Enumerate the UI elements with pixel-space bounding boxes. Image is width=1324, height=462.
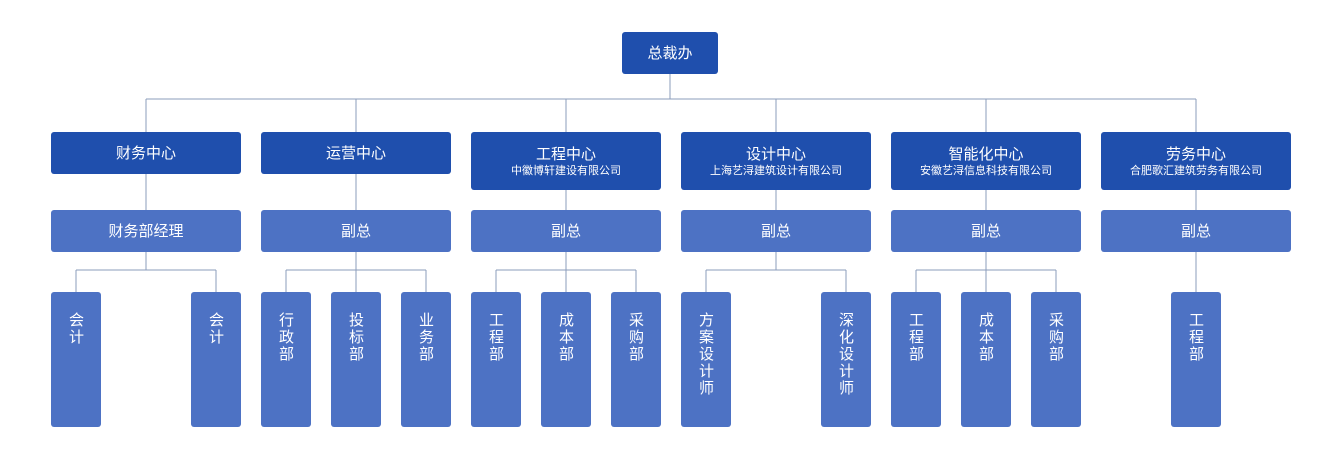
deputy-label: 财务部经理 [108,222,184,240]
dept-label: 工程部 [1187,312,1205,363]
dept-node: 业务部 [401,292,451,427]
center-node: 智能化中心安徽艺浔信息科技有限公司 [891,132,1081,190]
dept-node: 采购部 [1031,292,1081,427]
center-name: 劳务中心 [1165,144,1226,163]
dept-label: 业务部 [417,312,435,363]
dept-label: 会计 [207,312,225,346]
center-node: 设计中心上海艺浔建筑设计有限公司 [681,132,871,190]
deputy-node: 副总 [891,210,1081,252]
center-name: 运营中心 [325,144,386,162]
deputy-node: 副总 [1101,210,1291,252]
root-label: 总裁办 [647,44,693,62]
center-company: 上海艺浔建筑设计有限公司 [710,163,842,177]
deputy-label: 副总 [970,222,1001,240]
center-node: 运营中心 [261,132,451,174]
center-name: 财务中心 [115,144,176,162]
dept-label: 成本部 [557,312,575,363]
dept-node: 投标部 [331,292,381,427]
dept-node: 会计 [51,292,101,427]
dept-label: 采购部 [627,312,645,363]
dept-label: 深化设计师 [837,312,855,397]
deputy-label: 副总 [550,222,581,240]
dept-node: 方案设计师 [681,292,731,427]
dept-node: 成本部 [961,292,1011,427]
center-node: 工程中心中徽博轩建设有限公司 [471,132,661,190]
deputy-node: 副总 [471,210,661,252]
deputy-node: 财务部经理 [51,210,241,252]
center-node: 财务中心 [51,132,241,174]
dept-label: 行政部 [277,312,295,363]
center-company: 合肥歌汇建筑劳务有限公司 [1130,163,1262,177]
dept-label: 工程部 [907,312,925,363]
center-name: 工程中心 [535,144,596,163]
deputy-node: 副总 [261,210,451,252]
dept-label: 会计 [67,312,85,346]
dept-label: 采购部 [1047,312,1065,363]
dept-label: 成本部 [977,312,995,363]
root-node: 总裁办 [622,32,718,74]
center-company: 安徽艺浔信息科技有限公司 [920,163,1052,177]
dept-node: 工程部 [471,292,521,427]
center-node: 劳务中心合肥歌汇建筑劳务有限公司 [1101,132,1291,190]
dept-label: 工程部 [487,312,505,363]
dept-node: 采购部 [611,292,661,427]
deputy-label: 副总 [340,222,371,240]
dept-node: 成本部 [541,292,591,427]
dept-node: 深化设计师 [821,292,871,427]
deputy-label: 副总 [760,222,791,240]
dept-node: 会计 [191,292,241,427]
center-name: 设计中心 [745,144,806,163]
center-name: 智能化中心 [948,144,1024,163]
dept-label: 投标部 [347,312,365,363]
dept-node: 工程部 [1171,292,1221,427]
dept-label: 方案设计师 [697,312,715,397]
dept-node: 工程部 [891,292,941,427]
center-company: 中徽博轩建设有限公司 [511,163,621,177]
deputy-node: 副总 [681,210,871,252]
dept-node: 行政部 [261,292,311,427]
deputy-label: 副总 [1180,222,1211,240]
